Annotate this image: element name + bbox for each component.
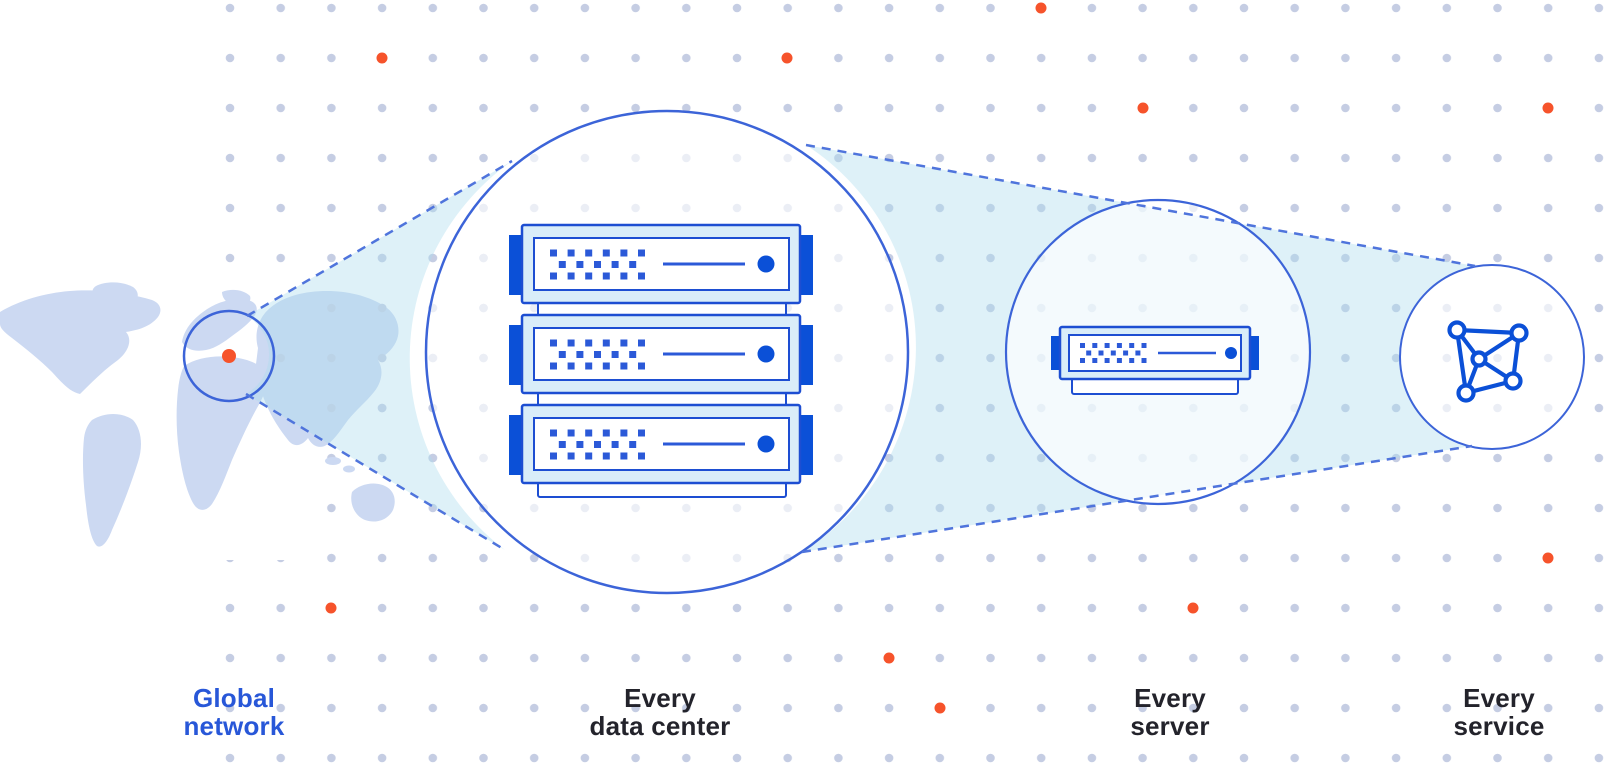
server-unit [509,223,813,305]
accent-dot [376,52,388,64]
mesh-node [1447,320,1467,340]
server-right-tab [799,415,813,475]
label-every-server: Every server [1130,684,1209,740]
label-line: Every [1463,683,1535,713]
accent-dot [781,52,793,64]
accent-dot [1035,2,1047,14]
accent-dot [934,702,946,714]
mesh-node [1456,383,1476,403]
accent-dot [1542,552,1554,564]
server-power-dot [757,435,775,453]
label-line: network [183,711,285,741]
service-circle [1399,264,1585,450]
label-every-data-center: Every data center [590,684,731,740]
server-right-tab [799,325,813,385]
dash-map-to-datacenter-top [246,159,513,318]
accent-dot [1542,102,1554,114]
accent-dot [1187,602,1199,614]
accent-dot [883,652,895,664]
label-line: Global [192,683,276,713]
continent-australia [351,483,395,522]
continent-south-america [82,414,141,547]
continent-greenland [92,282,138,308]
server-left-tab [509,235,523,295]
server-unit-icon [1051,325,1259,395]
dash-map-to-datacenter-bottom [245,392,506,552]
server-rack-icon [509,223,813,498]
label-every-service: Every service [1453,684,1544,740]
server-right-tab [799,235,813,295]
accent-dot [1137,102,1149,114]
server-led-matrix [1080,343,1147,363]
server-unit [509,403,813,485]
server-led-matrix [550,249,645,280]
map-location-dot [222,349,236,363]
island-southeast-asia [343,465,355,473]
dash-datacenter-to-service-top [805,143,1476,268]
label-line: service [1453,711,1545,741]
server-power-dot [757,255,775,273]
server-left-tab [509,415,523,475]
server-power-dot [757,345,775,363]
server-left-tab [509,325,523,385]
server-unit [509,313,813,395]
label-global-network: Global network [183,684,284,740]
server-power-dot [1225,347,1237,359]
map-highlight-circle [182,309,276,403]
mesh-node [1503,371,1523,391]
dash-datacenter-to-service-bottom [801,444,1473,554]
zoom-cone-map-to-datacenter [246,161,512,550]
label-line: server [1130,711,1210,741]
label-line: Every [1134,683,1206,713]
server-led-matrix [550,429,645,460]
mesh-node-center [1470,350,1488,368]
continent-africa [176,356,267,510]
accent-dot [325,602,337,614]
island-southeast-asia [325,457,341,465]
accent-dots [325,2,1554,714]
continent-north-america [0,290,161,394]
zoom-dashed-lines [245,143,1476,554]
server-led-matrix [550,339,645,370]
label-line: data center [589,711,731,741]
region-scandinavia [222,289,251,306]
mesh-network-icon [1447,320,1529,403]
label-line: Every [624,683,696,713]
mesh-node [1509,323,1529,343]
